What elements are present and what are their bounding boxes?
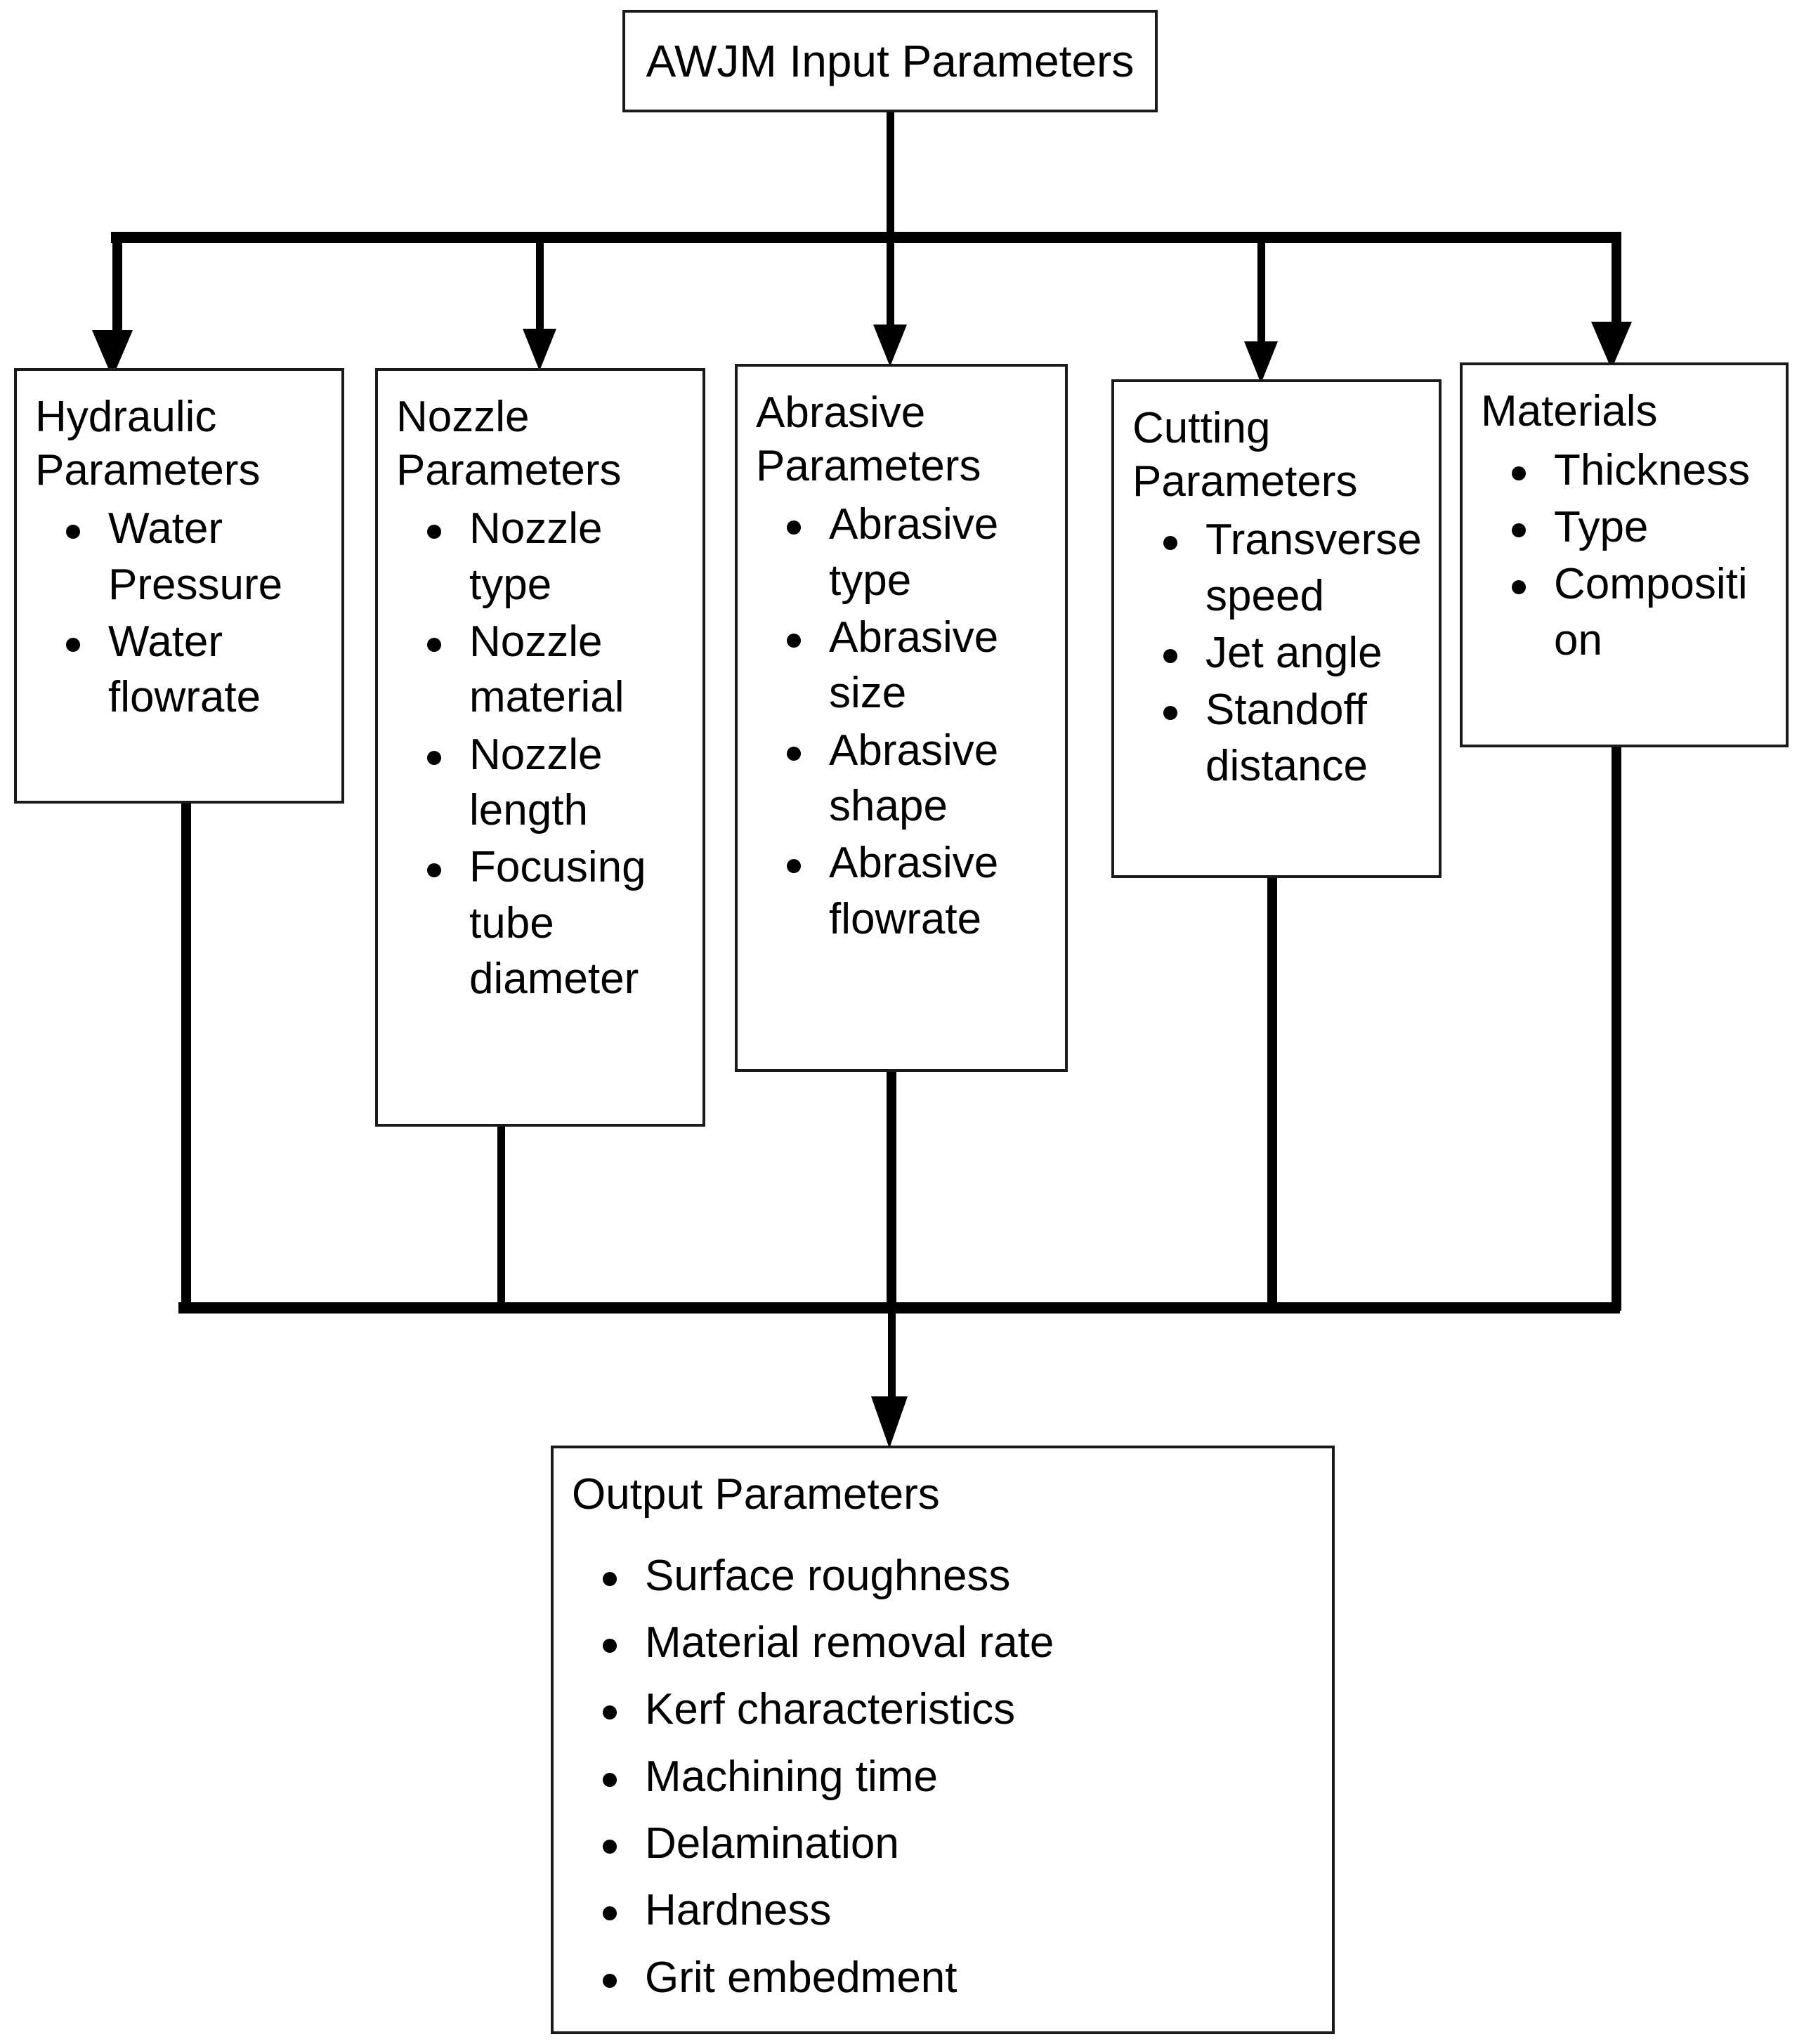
connector-drop-abrasive: [887, 1069, 896, 1311]
connector-drop-cutting: [1267, 875, 1277, 1311]
node-output-parameters[interactable]: Output Parameters Surface roughness Mate…: [551, 1446, 1335, 2034]
list-item: Hardness: [572, 1882, 1316, 1938]
node-item-list: Abrasive type Abrasive size Abrasive sha…: [756, 497, 1050, 947]
connector-bottom-bus: [178, 1302, 1620, 1313]
connector-drop-hydraulic: [181, 801, 191, 1311]
node-title: Materials: [1481, 387, 1658, 435]
node-title: Nozzle Parameters: [396, 393, 622, 494]
list-item: Grit embedment: [572, 1950, 1316, 2005]
list-item: Machining time: [572, 1749, 1316, 1804]
node-item-list: Transverse speed Jet angle Standoff dist…: [1132, 512, 1423, 794]
list-item: Jet angle: [1132, 625, 1423, 681]
list-item: Focusing tube diameter: [396, 839, 687, 1007]
connector-root-stem: [887, 111, 894, 237]
node-title: Abrasive Parameters: [756, 388, 981, 490]
node-title: AWJM Input Parameters: [646, 35, 1135, 86]
node-materials[interactable]: Materials Thickness Type Compositi on: [1460, 362, 1789, 747]
list-item: Thickness: [1481, 443, 1770, 498]
node-item-list: Thickness Type Compositi on: [1481, 443, 1770, 668]
connector-leg-abrasive: [887, 232, 894, 348]
arrowhead-cutting-icon: [1244, 341, 1278, 384]
arrowhead-nozzle-icon: [523, 329, 556, 371]
list-item: Nozzle length: [396, 727, 687, 839]
list-item: Compositi on: [1481, 556, 1770, 668]
arrowhead-abrasive-icon: [873, 325, 907, 367]
list-item: Nozzle material: [396, 614, 687, 726]
node-awjm-input-parameters[interactable]: AWJM Input Parameters: [622, 10, 1158, 112]
connector-leg-cutting: [1257, 232, 1265, 365]
connector-leg-nozzle: [536, 232, 544, 353]
node-hydraulic-parameters[interactable]: Hydraulic Parameters Water Pressure Wate…: [14, 368, 344, 804]
list-item: Abrasive size: [756, 610, 1050, 721]
connector-drop-materials: [1612, 745, 1621, 1311]
list-item: Material removal rate: [572, 1615, 1316, 1670]
list-item: Water Pressure: [35, 501, 326, 612]
node-title: Output Parameters: [572, 1470, 940, 1519]
node-abrasive-parameters[interactable]: Abrasive Parameters Abrasive type Abrasi…: [735, 364, 1068, 1072]
arrowhead-materials-icon: [1591, 322, 1632, 369]
node-title: Cutting Parameters: [1132, 404, 1358, 506]
node-cutting-parameters[interactable]: Cutting Parameters Transverse speed Jet …: [1111, 379, 1442, 878]
list-item: Delamination: [572, 1816, 1316, 1871]
node-item-list: Surface roughness Material removal rate …: [572, 1548, 1316, 2006]
connector-output-stem: [888, 1302, 896, 1406]
node-title: Hydraulic Parameters: [35, 393, 261, 494]
list-item: Surface roughness: [572, 1548, 1316, 1604]
connector-top-bus: [111, 232, 1620, 243]
connector-leg-hydraulic: [112, 232, 122, 350]
list-item: Type: [1481, 499, 1770, 555]
list-item: Transverse speed: [1132, 512, 1423, 624]
list-item: Nozzle type: [396, 501, 687, 612]
arrowhead-output-icon: [871, 1396, 908, 1448]
node-item-list: Water Pressure Water flowrate: [35, 501, 326, 725]
list-item: Water flowrate: [35, 614, 326, 726]
connector-leg-materials: [1612, 232, 1621, 347]
list-item: Standoff distance: [1132, 682, 1423, 794]
list-item: Kerf characteristics: [572, 1682, 1316, 1737]
node-nozzle-parameters[interactable]: Nozzle Parameters Nozzle type Nozzle mat…: [375, 368, 705, 1127]
list-item: Abrasive flowrate: [756, 835, 1050, 947]
connector-drop-nozzle: [497, 1124, 505, 1311]
node-item-list: Nozzle type Nozzle material Nozzle lengt…: [396, 501, 687, 1007]
list-item: Abrasive shape: [756, 723, 1050, 834]
list-item: Abrasive type: [756, 497, 1050, 608]
